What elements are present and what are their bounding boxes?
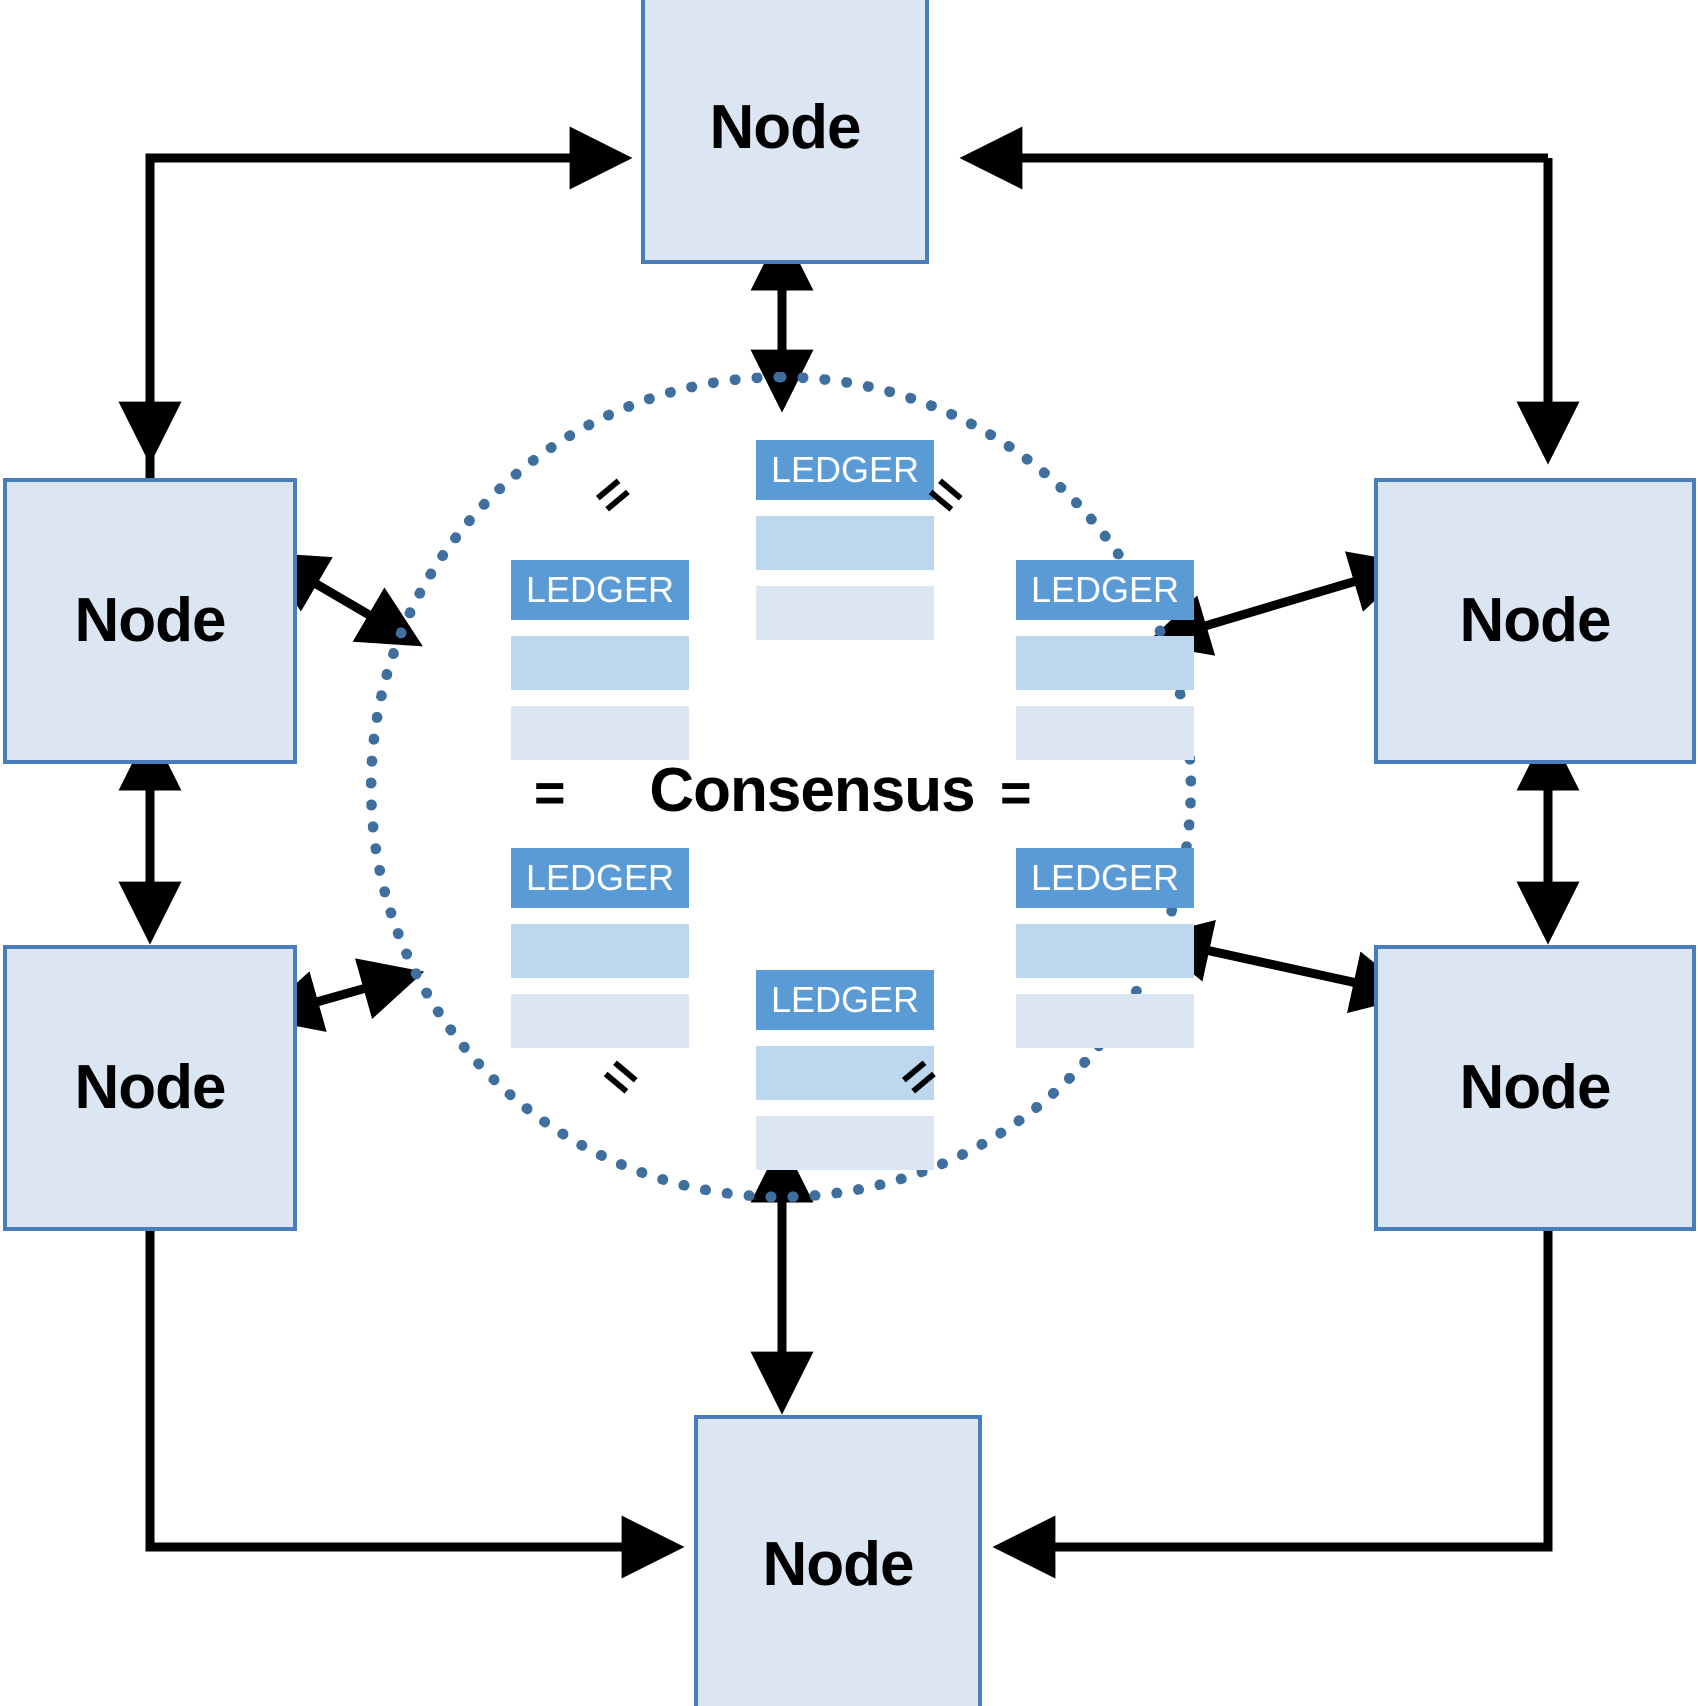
edge-right2-to-bottom xyxy=(992,1231,1553,1579)
ledger-row xyxy=(756,1046,934,1100)
consensus-label: Consensus xyxy=(649,756,975,825)
ledger-row xyxy=(756,1116,934,1170)
node-label: Node xyxy=(709,93,862,162)
ledger-header: LEDGER xyxy=(511,560,689,620)
ledger-row xyxy=(511,924,689,978)
ledger-bottom[interactable]: LEDGER xyxy=(756,970,934,1170)
node-label: Node xyxy=(1459,1053,1612,1122)
ledger-header: LEDGER xyxy=(1016,848,1194,908)
edge-right1-consensus xyxy=(1145,551,1415,656)
ledger-row xyxy=(1016,924,1194,978)
ledger-row xyxy=(1016,994,1194,1048)
ledger-left-lower[interactable]: LEDGER xyxy=(511,848,689,1048)
edge-left1-consensus xyxy=(262,552,423,647)
node-label: Node xyxy=(74,586,227,655)
node-label: Node xyxy=(762,1529,915,1599)
node-right-lower[interactable]: Node xyxy=(1374,945,1696,1231)
equals-icon: = xyxy=(1000,763,1032,823)
ledger-header: LEDGER xyxy=(511,848,689,908)
ledger-header: LEDGER xyxy=(756,970,934,1030)
node-bottom[interactable]: Node xyxy=(694,1415,982,1706)
ledger-row xyxy=(511,706,689,760)
ledger-top[interactable]: LEDGER xyxy=(756,440,934,640)
node-left-upper[interactable]: Node xyxy=(3,478,297,764)
ledger-header: LEDGER xyxy=(756,440,934,500)
node-right-upper[interactable]: Node xyxy=(1374,478,1696,764)
equals-icon: = xyxy=(534,763,566,823)
edge-left2-to-bottom xyxy=(145,1231,685,1579)
node-label: Node xyxy=(1459,586,1612,655)
ledger-row xyxy=(756,586,934,640)
ledger-left-upper[interactable]: LEDGER xyxy=(511,560,689,760)
node-top[interactable]: Node xyxy=(641,0,929,264)
ledger-row xyxy=(511,994,689,1048)
edge-left1-to-top xyxy=(145,126,633,478)
ledger-row xyxy=(756,516,934,570)
edge-left2-consensus xyxy=(257,958,425,1032)
node-label: Node xyxy=(74,1053,227,1122)
edge-right2-consensus xyxy=(1147,919,1416,1014)
ledger-row xyxy=(1016,706,1194,760)
ledger-right-upper[interactable]: LEDGER xyxy=(1016,560,1194,760)
ledger-row xyxy=(511,636,689,690)
ledger-right-lower[interactable]: LEDGER xyxy=(1016,848,1194,1048)
node-left-lower[interactable]: Node xyxy=(3,945,297,1231)
ledger-row xyxy=(1016,636,1194,690)
ledger-header: LEDGER xyxy=(1016,560,1194,620)
